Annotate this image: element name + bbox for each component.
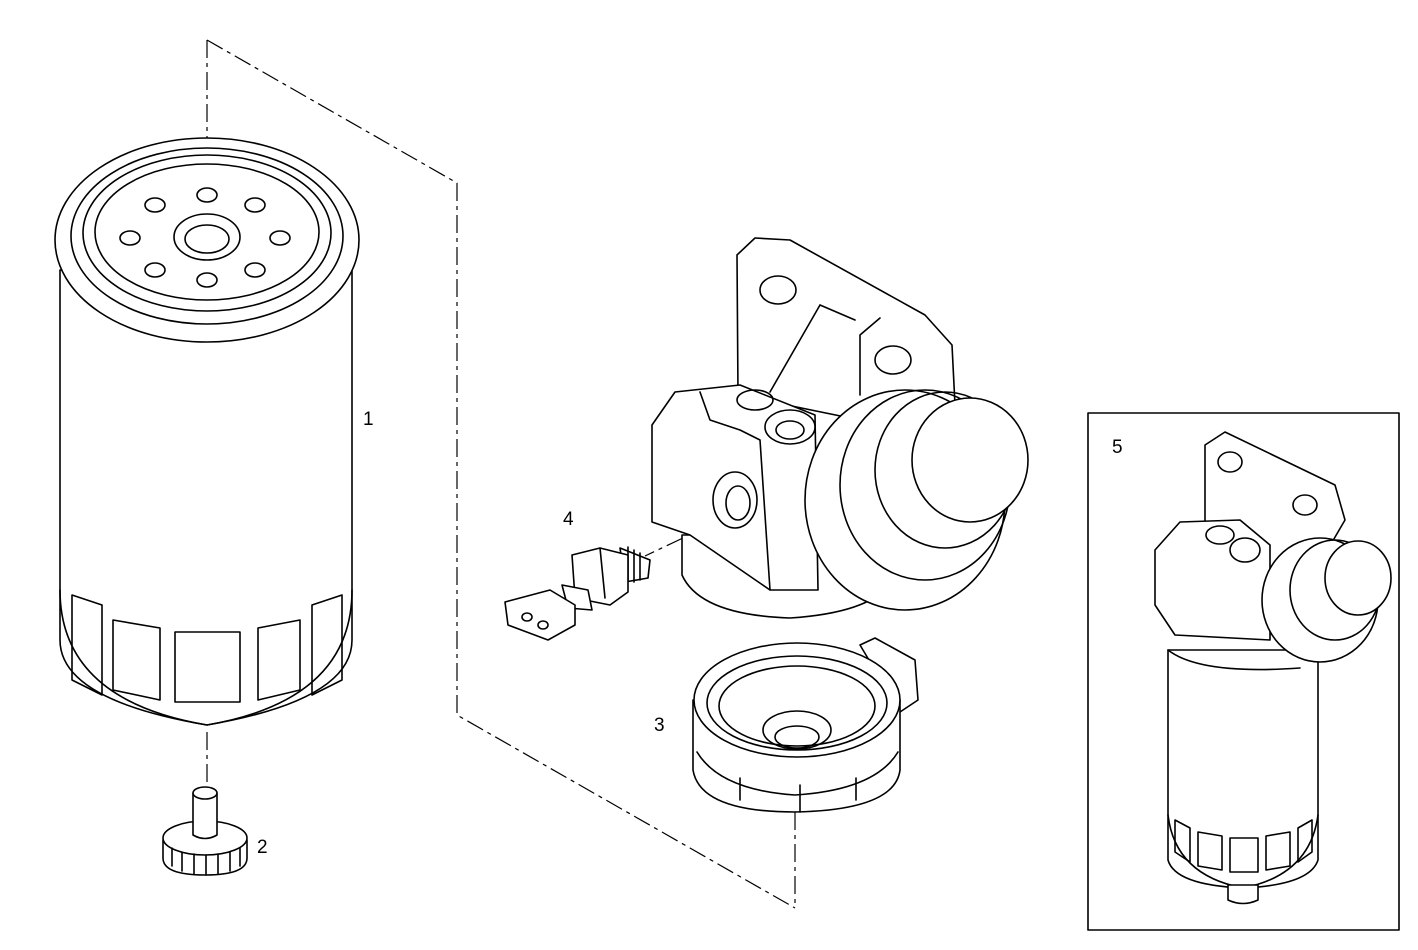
callout-3: 3 [654,715,665,736]
callout-5: 5 [1112,437,1123,458]
callout-2: 2 [257,837,268,858]
filter-cartridge [54,137,360,726]
assembly-inset [1087,412,1400,931]
callout-1: 1 [363,409,374,430]
water-bowl [692,637,919,813]
filter-top-holes [119,187,291,288]
drain-screw [162,786,248,876]
assembly-outline [206,39,796,909]
callout-4: 4 [563,509,574,530]
sensor [504,546,651,641]
filter-grip-windows [71,594,343,703]
filter-head [651,237,1029,619]
